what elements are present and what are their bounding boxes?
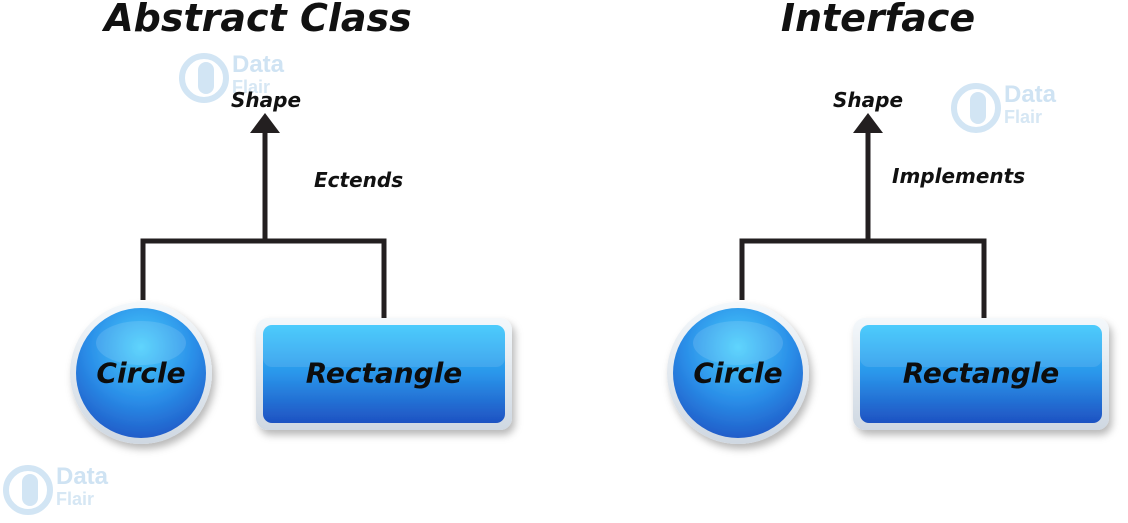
abstract-title: Abstract Class [104,0,412,40]
interface-parent-label: Shape [832,88,904,112]
interface-circle-node [667,302,809,444]
watermark-icon [3,465,53,515]
interface-arrow-head [853,113,883,133]
interface-circle-label: Circle [693,356,783,390]
abstract-connector-lines [140,128,387,322]
interface-diagram [667,113,1109,444]
watermark-icon [951,83,1001,133]
abstract-circle-node [70,302,212,444]
abstract-arrow-head [250,113,280,133]
abstract-rect-label: Rectangle [305,356,463,390]
abstract-parent-label: Shape [230,88,302,112]
interface-connector-lines [739,128,987,322]
interface-rect-label: Rectangle [902,356,1060,390]
interface-rect-node [853,318,1109,430]
abstract-relation-label: Ectends [314,168,404,192]
abstract-rect-node [256,318,512,430]
abstract-circle-label: Circle [96,356,186,390]
abstract-diagram [70,113,512,444]
watermark-icon [179,53,229,103]
interface-title: Interface [780,0,976,40]
interface-relation-label: Implements [892,164,1026,188]
